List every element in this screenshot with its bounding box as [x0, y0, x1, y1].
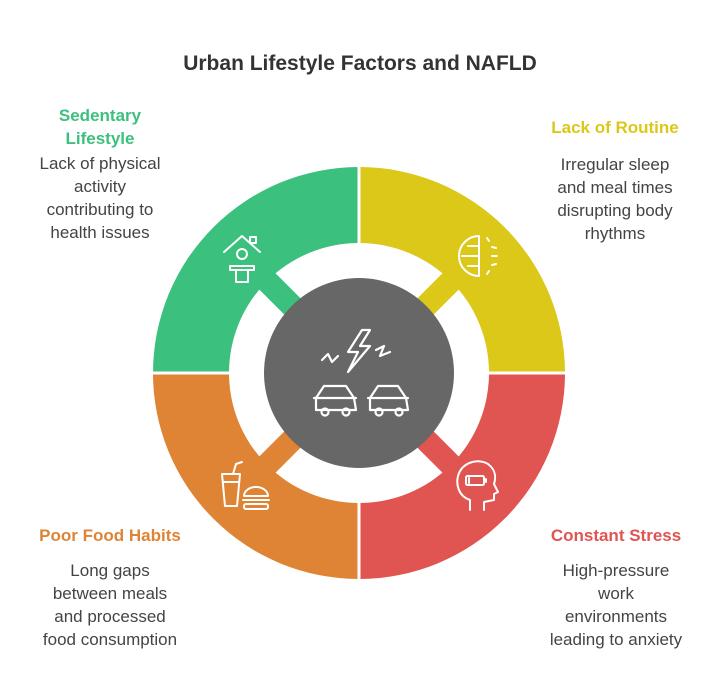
factor-sedentary-description: Lack of physical activity contributing t…	[12, 152, 188, 244]
half-sun-clock-icon	[458, 235, 498, 277]
desc-line: Irregular sleep	[560, 155, 670, 174]
segment-sedentary	[153, 167, 359, 373]
factor-routine: Lack of Routine Irregular sleep and meal…	[526, 116, 704, 245]
center-hub	[264, 278, 454, 468]
desc-line: between meals	[52, 584, 168, 603]
factor-sedentary-heading: Sedentary Lifestyle	[12, 104, 188, 150]
fast-food-icon	[221, 461, 270, 510]
desc-line: and processed	[54, 607, 166, 626]
desc-line: contributing to	[46, 200, 154, 219]
factor-routine-heading: Lack of Routine	[551, 118, 679, 137]
traffic-lightning-icon	[312, 328, 410, 417]
factor-routine-description: Irregular sleep and meal times disruptin…	[526, 153, 704, 245]
factor-food-description: Long gaps between meals and processed fo…	[14, 559, 206, 651]
page-title: Urban Lifestyle Factors and NAFLD	[183, 52, 537, 75]
desc-line: Long gaps	[70, 561, 150, 580]
desc-line: environments	[564, 607, 668, 626]
segment-food	[153, 373, 359, 579]
segment-dividers	[146, 160, 572, 586]
segment-stress	[359, 373, 565, 579]
factor-food-heading: Poor Food Habits	[39, 526, 181, 545]
desc-line: Lack of physical	[39, 154, 161, 173]
factor-stress-heading: Constant Stress	[550, 526, 682, 545]
factor-food: Poor Food Habits Long gaps between meals…	[14, 524, 206, 651]
desc-line: rhythms	[584, 224, 646, 243]
segment-routine	[359, 167, 565, 373]
factor-stress-description: High-pressure work environments leading …	[522, 559, 710, 651]
desc-line: food consumption	[42, 630, 178, 649]
desc-line: and meal times	[557, 178, 673, 197]
factor-sedentary-heading-line1: Sedentary	[58, 106, 142, 125]
desc-line: High-pressure	[562, 561, 670, 580]
desc-line: activity	[74, 177, 126, 196]
person-at-desk-icon	[223, 235, 261, 283]
factor-sedentary-heading-line2: Lifestyle	[65, 129, 135, 148]
desc-line: leading to anxiety	[549, 630, 683, 649]
stressed-head-icon	[456, 460, 499, 511]
factor-sedentary: Sedentary Lifestyle Lack of physical act…	[12, 104, 188, 244]
factor-stress: Constant Stress High-pressure work envir…	[522, 524, 710, 651]
desc-line: disrupting body	[557, 201, 673, 220]
desc-line: health issues	[50, 223, 150, 242]
desc-line: work	[598, 584, 634, 603]
